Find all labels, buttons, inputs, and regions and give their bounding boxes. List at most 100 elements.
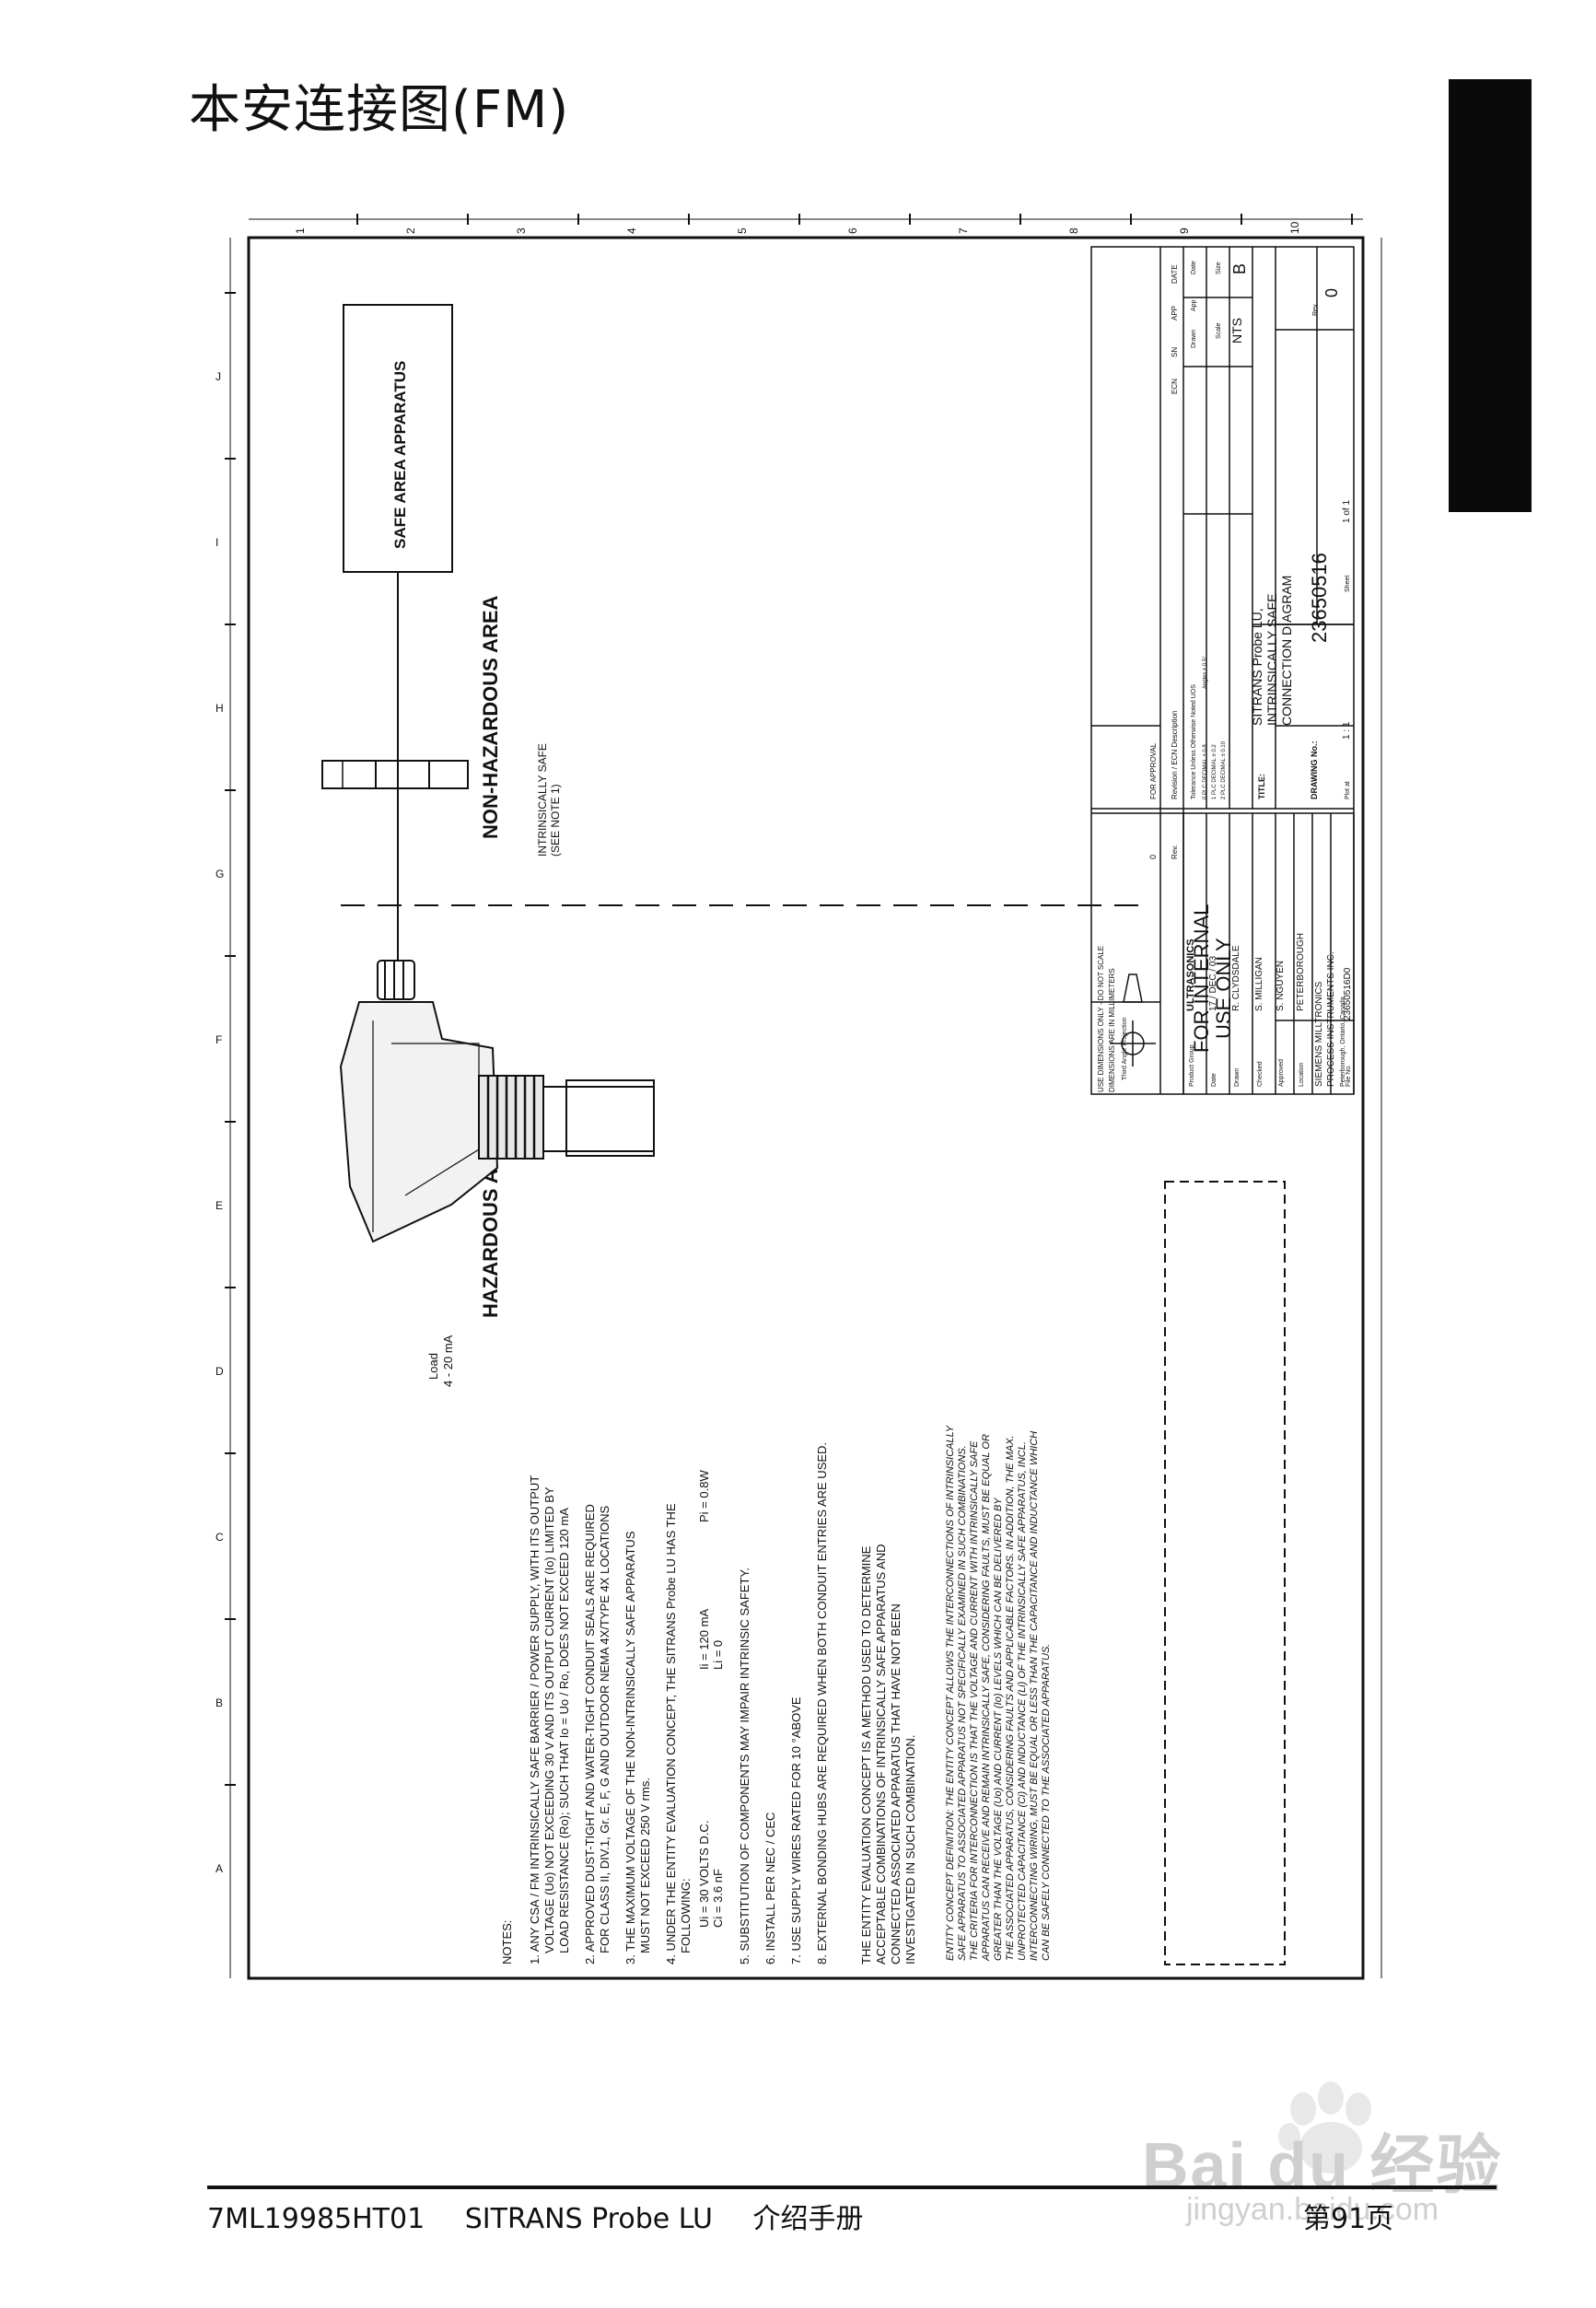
revision-header: Revision / ECN Description [1171, 711, 1179, 799]
zone-letter: D [216, 1365, 224, 1378]
drawn-header: Drawn [1191, 330, 1197, 348]
entity-definition-line: THE CRITERIA FOR INTERCONNECTION IS THAT… [969, 1440, 980, 1961]
note-line: LOAD RESISTANCE (Ro); SUCH THAT Io = Uo … [557, 1508, 571, 1953]
location-label: Location [1299, 1062, 1305, 1087]
zone-number: 6 [846, 227, 859, 234]
tolerance-note: Tolerance Unless Otherwise Noted UOS [1191, 684, 1197, 799]
rev-label: Rev. [1171, 845, 1179, 859]
note-line: 7. USE SUPPLY WIRES RATED FOR 10 °ABOVE [789, 1696, 803, 1964]
tolerance-line: 2 PLC DECIMAL ± 0.10 [1221, 740, 1227, 799]
rev-column-header: SN [1171, 347, 1179, 357]
entity-definition-line: INTERCONNECTING WIRING, MUST BE EQUAL OR… [1029, 1431, 1040, 1961]
size-value: B [1230, 263, 1249, 274]
approved-label: Approved [1278, 1059, 1285, 1087]
zone-number: 2 [404, 227, 417, 234]
zone-number: 9 [1178, 227, 1191, 234]
load-label-2: 4 - 20 mA [441, 1335, 455, 1387]
notes-title: NOTES: [500, 1920, 514, 1964]
zone-letter: A [216, 1862, 223, 1875]
date-label: Date [1211, 1073, 1217, 1087]
projection-label: Third Angle Projection [1122, 1017, 1128, 1080]
entity-param: Li = 0 [711, 1640, 725, 1670]
checked-value: S. MILLIGAN [1254, 957, 1264, 1011]
product-group-label: Product Group [1189, 1044, 1195, 1087]
angles-note: Angles ± 0.5° [1203, 656, 1208, 689]
rev-zero: 0 [1148, 855, 1158, 859]
watermark [1142, 2063, 1510, 2284]
drawing-number-label: DRAWING No.: [1310, 741, 1319, 800]
sitrans-probe-lu-sensor [339, 960, 655, 1243]
rev-value: 0 [1322, 288, 1341, 297]
entity-definition-line: THE ASSOCIATED APPARATUS, CONSIDERING FA… [1005, 1436, 1016, 1961]
plot-value: 1 : 1 [1342, 721, 1352, 740]
entity-param: Ii = 120 mA [697, 1609, 711, 1670]
zone-number: 3 [515, 227, 528, 234]
rev-column-header: APP [1171, 306, 1179, 321]
dimensions-note: USE DIMENSIONS ONLY - DO NOT SCALE [1097, 946, 1105, 1092]
entity-definition-line: GREATER THAN THE VOLTAGE (Uo) AND CURREN… [993, 1498, 1004, 1961]
note-line: 1. ANY CSA / FM INTRINSICALLY SAFE BARRI… [528, 1475, 542, 1964]
tolerance-line: 0 PLC DECIMAL ± 0.8 [1203, 744, 1208, 799]
zone-letter: C [216, 1531, 224, 1544]
internal-use-2: USE ONLY [1212, 938, 1235, 1039]
rev-label-2: Rev. [1312, 303, 1319, 316]
zone-number: 10 [1288, 221, 1301, 234]
size-label: Size [1216, 262, 1222, 274]
is-note-line-2: (SEE NOTE 1) [549, 784, 562, 857]
section-tab [1449, 79, 1532, 512]
footer-manual: 介绍手册 [752, 2203, 864, 2235]
is-note-line-1: INTRINSICALLY SAFE [536, 743, 549, 857]
entity-definition-line: UNPROTECTED CAPACITANCE (Ci) AND INDUCTA… [1017, 1441, 1028, 1961]
entity-param: Ci = 3.6 nF [711, 1869, 725, 1928]
rev-column-header: ECN [1171, 379, 1179, 394]
rev-column-header: DATE [1171, 264, 1179, 284]
note-line: 3. THE MAXIMUM VOLTAGE OF THE NON-INTRIN… [623, 1531, 637, 1964]
drawing-number: 23650516 [1308, 553, 1331, 643]
zone-letter: G [216, 868, 224, 880]
note-line: 2. APPROVED DUST-TIGHT AND WATER-TIGHT C… [583, 1504, 597, 1964]
approved-value: S. NGUYEN [1276, 961, 1286, 1011]
notes-block: NOTES: 1. ANY CSA / FM INTRINSICALLY SAF… [500, 1425, 1052, 1964]
entity-definition-line: ENTITY CONCEPT DEFINITION: THE ENTITY CO… [945, 1425, 956, 1961]
dimensions-units: DIMENSIONS ARE IN MILLIMETERS [1108, 968, 1116, 1092]
drawn-label: Drawn [1234, 1068, 1241, 1087]
title-line: CONNECTION DIAGRAM [1279, 576, 1294, 726]
tolerance-line: 1 PLC DECIMAL ± 0.2 [1212, 744, 1217, 799]
entity-param: Pi = 0.8W [697, 1470, 711, 1522]
safe-area-label: SAFE AREA APPARATUS [391, 361, 409, 549]
company-line-2: PROCESS INSTRUMENTS INC. [1326, 951, 1336, 1087]
checked-label: Checked [1257, 1061, 1264, 1087]
note-line: MUST NOT EXCEED 250 V rms. [638, 1778, 652, 1953]
svg-text:INTRINSICALLY SAFE (SEE NO: INTRINSICALLY SAFE (SEE NOTE 1) [536, 740, 562, 857]
non-hazardous-area-label: NON-HAZARDOUS AREA [479, 595, 502, 839]
entity-definition-box [1164, 1181, 1286, 1965]
for-approval: FOR APPROVAL [1149, 742, 1158, 799]
entity-paragraph-line: THE ENTITY EVALUATION CONCEPT IS A METHO… [859, 1545, 873, 1964]
entity-paragraph-line: INVESTIGATED IN SUCH COMBINATION. [903, 1735, 917, 1964]
entity-definition-line: APPARATUS CAN RECEIVE AND REMAIN INTRINS… [981, 1434, 992, 1962]
svg-text:Load 4 - 20 mA: Load 4 - 20 mA [426, 1335, 455, 1387]
note-line: 4. UNDER THE ENTITY EVALUATION CONCEPT, … [664, 1503, 678, 1964]
entity-definition-line: CAN BE SAFELY CONNECTED TO THE ASSOCIATE… [1041, 1644, 1052, 1961]
drawn-header: Date [1191, 261, 1197, 274]
company-address: Peterborough, Ontario, Canada [1340, 997, 1346, 1087]
scale-label: Scale [1216, 322, 1222, 339]
note-line: FOR CLASS II, DIV.1, Gr. E, F, G AND OUT… [598, 1505, 612, 1953]
date-value: 17 / DEC / 03 [1208, 956, 1218, 1011]
footer: 7ML19985HT01 SITRANS Probe LU 介绍手册 [207, 2201, 894, 2238]
entity-param: Ui = 30 VOLTS D.C. [697, 1821, 711, 1928]
watermark-url: jingyan.baidu.com [1186, 2192, 1439, 2227]
zone-number: 4 [625, 227, 638, 234]
location-value: PETERBOROUGH [1296, 933, 1306, 1011]
zone-number: 8 [1067, 227, 1080, 234]
page-title: 本安连接图(FM) [189, 80, 570, 140]
zone-number: 1 [294, 227, 307, 234]
title-label: TITLE: [1257, 774, 1266, 799]
internal-use-1: FOR INTERNAL [1190, 904, 1213, 1053]
entity-definition-line: SAFE APPARATUS TO ASSOCIATED APPARATUS N… [957, 1445, 968, 1961]
zone-letter: I [216, 536, 218, 549]
note-line: 5. SUBSTITUTION OF COMPONENTS MAY IMPAIR… [738, 1568, 751, 1964]
